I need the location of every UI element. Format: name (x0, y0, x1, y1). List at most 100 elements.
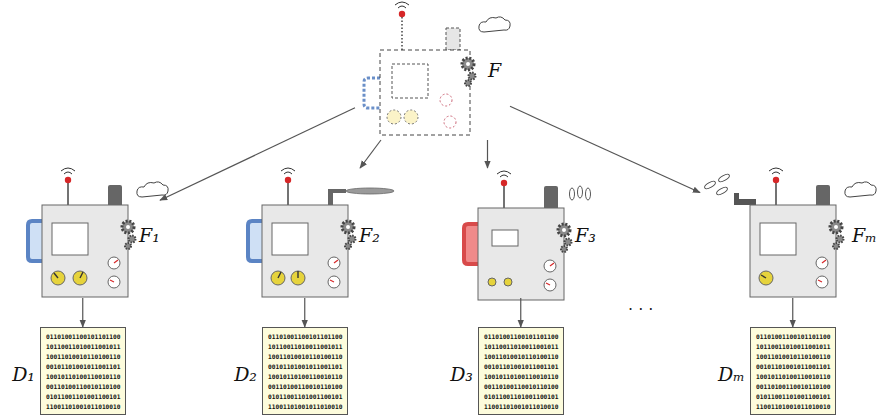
factory-label: F₂ (359, 225, 380, 246)
factory-1 (28, 168, 168, 297)
factory-2 (262, 205, 348, 297)
abstract-factory (387, 110, 401, 124)
dataset-label: D₂ (234, 364, 257, 385)
factory-1 (61, 168, 75, 205)
factory-2 (272, 223, 308, 255)
abstract-factory (398, 6, 406, 8)
factory-1 (42, 205, 128, 297)
factory-3 (464, 224, 478, 264)
factory-m (718, 173, 731, 183)
data-document: Dₘ01101001100101101100 10110011010011001… (750, 327, 836, 415)
abstract-factory (364, 2, 510, 135)
factory-label: Fₘ (852, 225, 877, 246)
factory-m (761, 275, 766, 278)
arrow-connector (520, 298, 521, 327)
factory-1 (108, 257, 120, 288)
factory-m (816, 257, 828, 288)
dataset-label: D₃ (450, 364, 473, 385)
factory-2 (328, 257, 340, 288)
factory-m (769, 168, 783, 205)
factory-m (716, 186, 729, 196)
factory-label: F₁ (139, 225, 160, 246)
factory-m (816, 185, 830, 207)
factory-label: F₃ (575, 225, 596, 246)
factory-2 (271, 271, 285, 285)
factory-node: F₂ (248, 168, 375, 298)
factory-2 (248, 221, 262, 261)
factory-3 (586, 188, 591, 200)
abstract-factory (401, 16, 403, 50)
abstract-factory (446, 28, 460, 50)
factory-3 (544, 260, 556, 291)
arrow-connector (360, 140, 381, 168)
factory-2 (328, 189, 346, 193)
data-document: D₃01101001100101101100 10110011010011001… (478, 327, 564, 415)
factory-1 (52, 223, 88, 255)
ellipsis: · · · (628, 300, 653, 319)
binary-data: 01101001100101101100 1011001101001100101… (756, 332, 831, 412)
abstract-factory (392, 64, 428, 98)
data-document: D₁01101001100101101100 10110011010011001… (40, 327, 126, 415)
factory-3 (464, 171, 591, 300)
factory-m (704, 180, 717, 190)
factory-2 (248, 168, 394, 297)
arrow-connector (792, 298, 793, 327)
factory-m (830, 221, 844, 249)
arrow-connector (160, 108, 355, 201)
factory-1 (73, 271, 87, 285)
factory-node: F₁ (22, 168, 160, 298)
binary-data: 01101001100101101100 1011001101001100101… (268, 332, 343, 412)
arrow-connector (82, 298, 83, 327)
factory-1 (108, 185, 122, 207)
arrow-connector (510, 106, 700, 192)
factory-3 (558, 224, 572, 252)
data-document: D₂01101001100101101100 10110011010011001… (262, 327, 348, 415)
factory-1 (51, 271, 65, 285)
factory-3 (478, 208, 564, 300)
factory-3 (544, 186, 558, 210)
factory-2 (297, 271, 298, 278)
factory-2 (281, 168, 295, 205)
binary-data: 01101001100101101100 1011001101001100101… (484, 332, 559, 412)
factory-m (760, 223, 796, 255)
factory-node: F₃ (465, 168, 597, 298)
factory-2 (291, 271, 305, 285)
factory-3 (492, 230, 518, 246)
factory-m (704, 168, 877, 297)
factory-3 (504, 278, 512, 286)
factory-1 (122, 221, 136, 249)
factory-m (734, 193, 739, 201)
abstract-factory (364, 78, 380, 108)
dataset-label: D₁ (12, 364, 35, 385)
factory-3 (570, 188, 575, 200)
factory-m (845, 182, 876, 197)
factory-3 (488, 278, 496, 286)
abstract-factory (380, 50, 470, 135)
factory-node: F (355, 2, 510, 140)
abstract-factory (444, 116, 456, 128)
factory-3 (578, 186, 583, 198)
factory-2 (278, 272, 281, 278)
factory-2 (346, 188, 394, 194)
factory-2 (342, 221, 356, 249)
factory-1 (137, 182, 168, 197)
factory-node: Fₘ (700, 168, 878, 298)
arrow-connector (487, 140, 488, 168)
factory-m (759, 271, 773, 285)
abstract-factory (404, 110, 418, 124)
abstract-factory (395, 2, 409, 5)
arrow-connector (304, 298, 305, 327)
factory-m (750, 205, 836, 297)
factory-label: F (488, 60, 501, 81)
factory-3 (497, 171, 511, 208)
dataset-label: Dₘ (718, 364, 745, 385)
abstract-factory (399, 11, 405, 17)
abstract-factory (479, 17, 510, 32)
factory-1 (28, 221, 42, 261)
factory-1 (80, 272, 83, 278)
factory-1 (54, 273, 58, 278)
abstract-factory (440, 94, 452, 106)
binary-data: 01101001100101101100 1011001101001100101… (46, 332, 121, 412)
abstract-factory (462, 58, 476, 86)
